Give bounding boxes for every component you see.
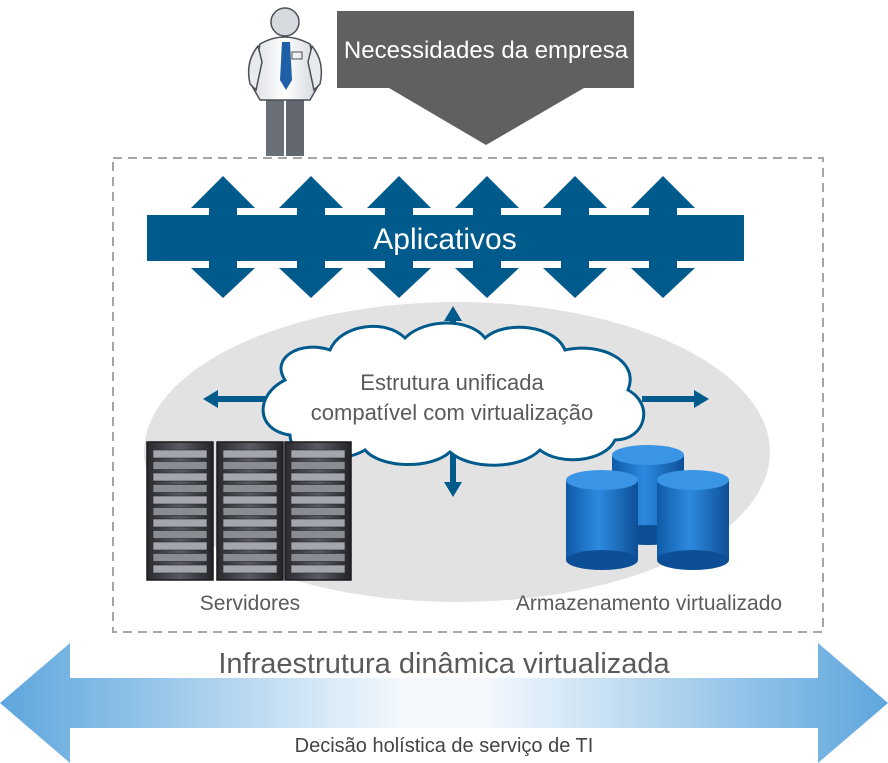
server-slot (290, 553, 346, 562)
it-service-decision-band (0, 643, 888, 763)
applications-label: Aplicativos (373, 223, 516, 256)
server-slot (290, 449, 346, 459)
infrastructure-label: Infraestrutura dinâmica virtualizada (218, 648, 670, 680)
business-needs-arrow (337, 11, 634, 145)
server-slot (290, 507, 346, 516)
server-slot (152, 564, 208, 574)
fabric-label-line1: Estrutura unificada (360, 370, 544, 395)
fabric-label-line2: compatível com virtualização (311, 400, 593, 425)
server-slot (152, 541, 208, 551)
server-slot (222, 461, 278, 470)
servers-icon (146, 441, 352, 581)
server-slot (222, 518, 278, 528)
applications-bar (147, 176, 744, 298)
server-slot (290, 518, 346, 528)
server-slot (290, 541, 346, 551)
storage-label: Armazenamento virtualizado (516, 592, 782, 615)
server-slot (222, 472, 278, 482)
business-needs-label: Necessidades da empresa (344, 37, 629, 64)
server-slot (152, 530, 208, 539)
server-slot (290, 564, 346, 574)
server-slot (222, 530, 278, 539)
business-person-icon (247, 7, 323, 156)
server-slot (152, 484, 208, 493)
server-slot (152, 472, 208, 482)
server-slot (222, 449, 278, 459)
server-slot (290, 484, 346, 493)
server-slot (222, 484, 278, 493)
server-slot (152, 449, 208, 459)
server-slot (290, 530, 346, 539)
server-slot (290, 461, 346, 470)
server-slot (222, 541, 278, 551)
server-slot (290, 495, 346, 505)
server-slot (152, 495, 208, 505)
server-slot (152, 507, 208, 516)
server-slot (152, 553, 208, 562)
server-slot (290, 472, 346, 482)
server-slot (222, 564, 278, 574)
server-slot (222, 507, 278, 516)
server-slot (152, 461, 208, 470)
servers-label: Servidores (200, 592, 300, 615)
storage-icon (566, 445, 729, 570)
decision-label: Decisão holística de serviço de TI (295, 735, 594, 757)
server-slot (222, 495, 278, 505)
infrastructure-boundary (112, 157, 824, 633)
server-slot (222, 553, 278, 562)
server-slot (152, 518, 208, 528)
